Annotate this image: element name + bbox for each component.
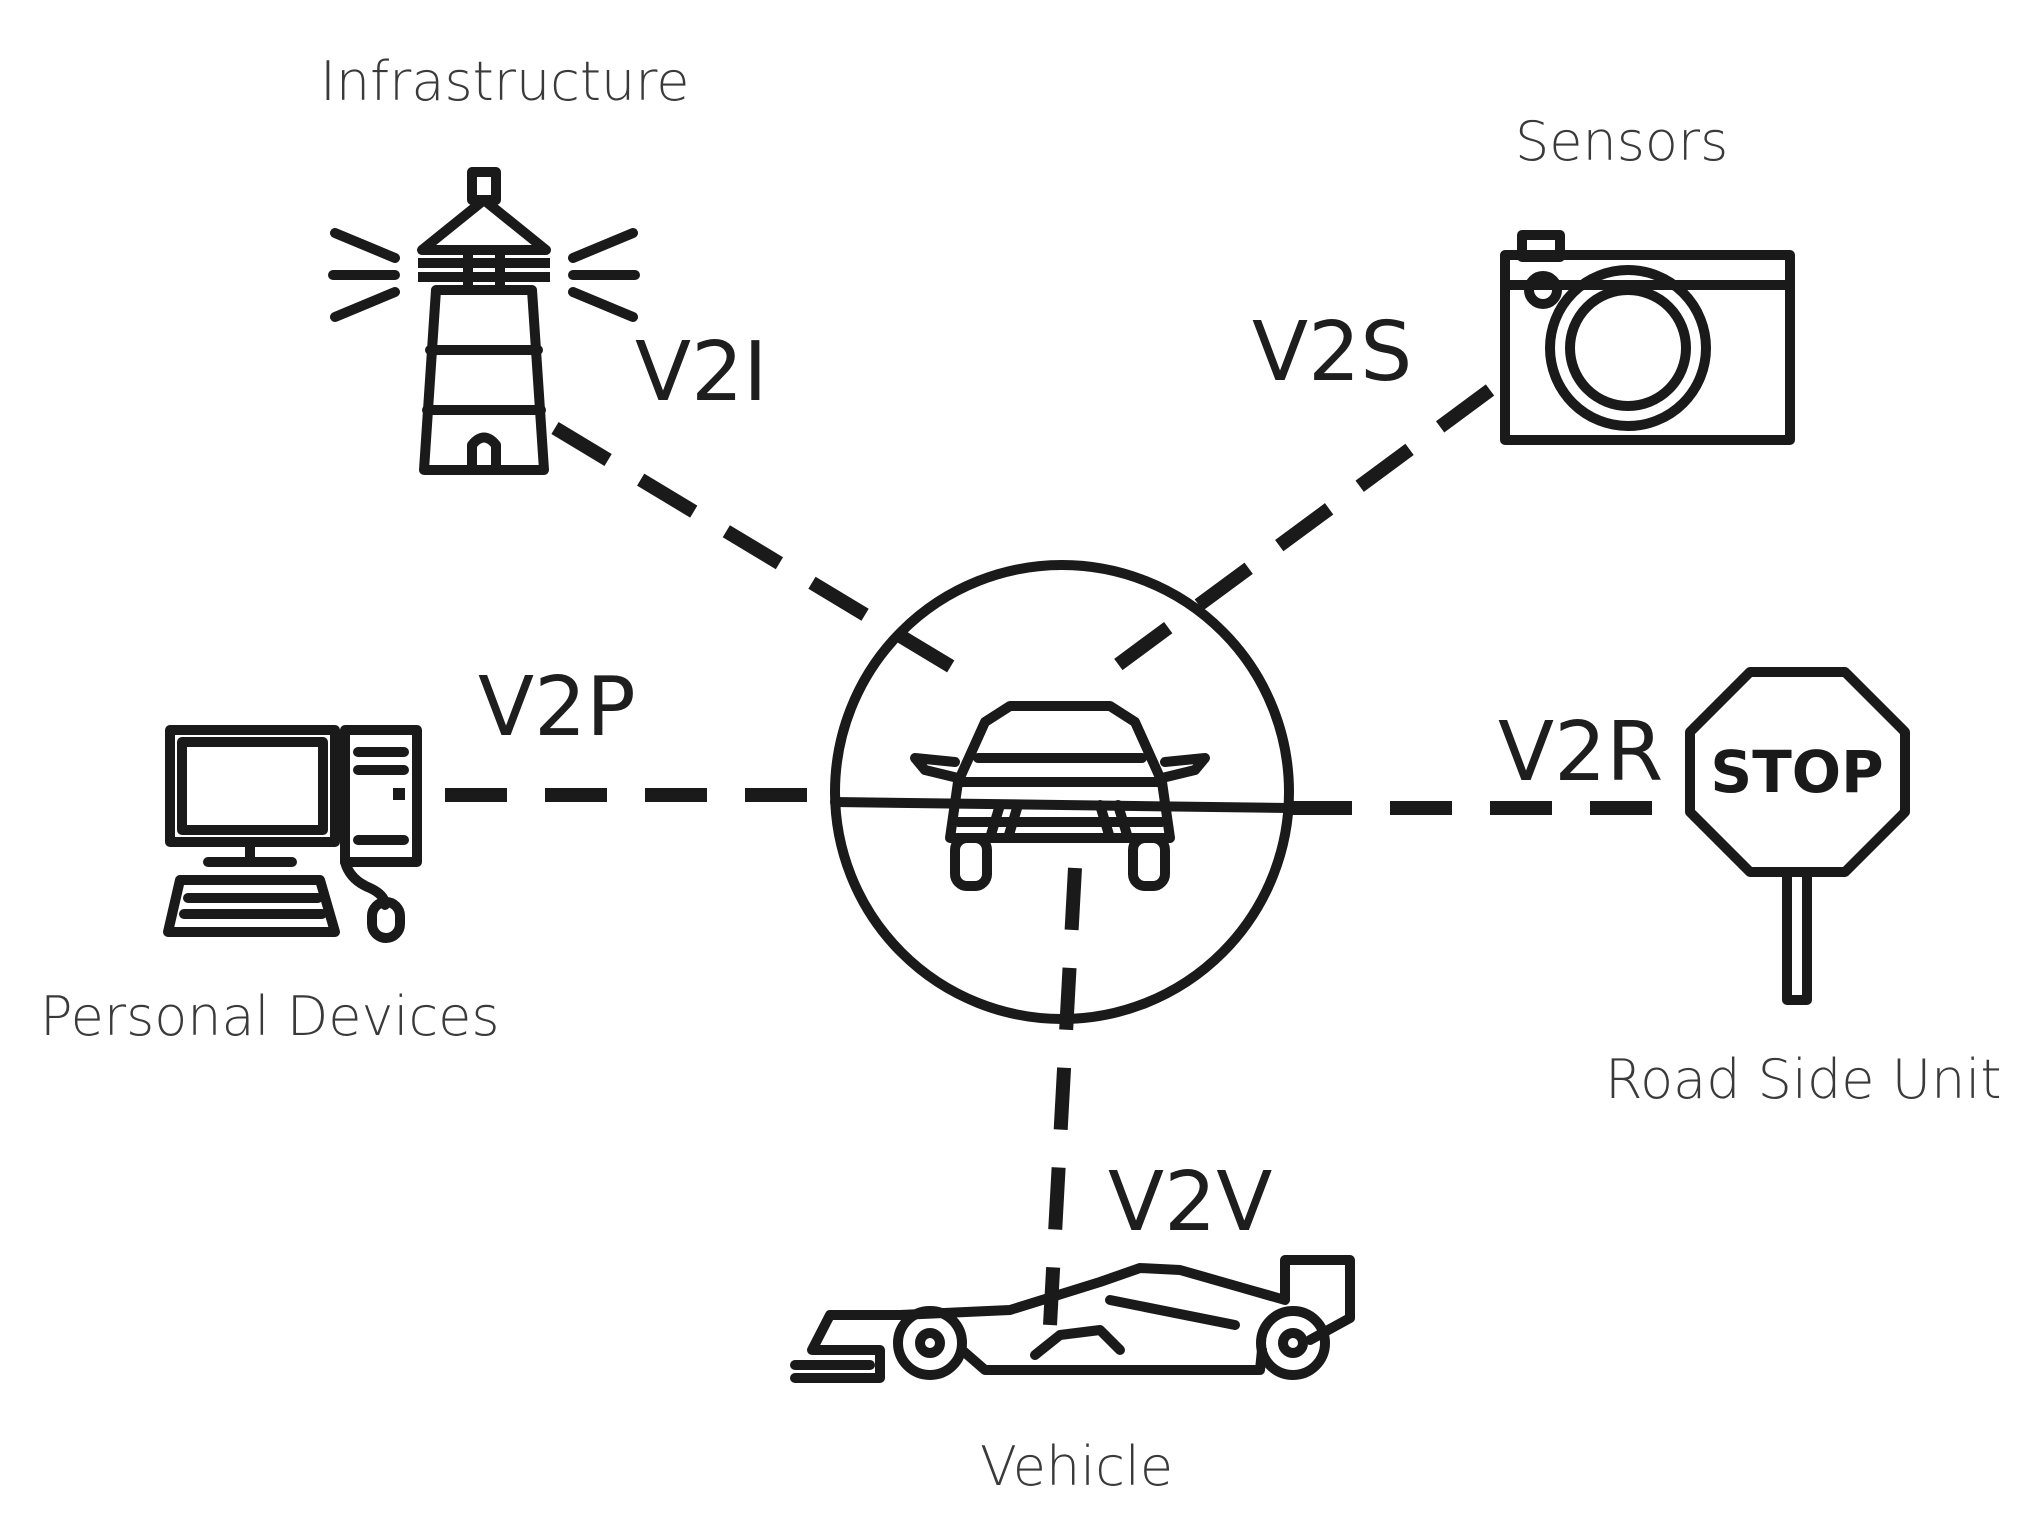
- hub-circle: [830, 560, 1294, 1024]
- camera-icon: [1500, 230, 1795, 445]
- road-side-unit-label: Road Side Unit: [1605, 1048, 2002, 1111]
- node-sensors: Sensors V2S: [1252, 110, 1795, 445]
- desktop-computer-icon: [163, 725, 422, 943]
- link-line-v2v: [1043, 867, 1082, 1326]
- node-infrastructure: Infrastructure V2I: [320, 50, 767, 475]
- link-label-v2i: V2I: [635, 325, 767, 420]
- stop-sign-icon: STOP: [1685, 667, 1910, 1005]
- link-label-v2p: V2P: [478, 660, 636, 755]
- vehicle-label: Vehicle: [980, 1435, 1173, 1498]
- car-front-icon: [910, 701, 1210, 891]
- node-road-side-unit: STOP Road Side Unit V2R: [1498, 667, 2002, 1111]
- link-line-v2i: [551, 422, 974, 684]
- node-personal-devices: Personal Devices V2P: [40, 660, 636, 1048]
- link-label-v2s: V2S: [1252, 305, 1412, 400]
- center-hub: [830, 560, 1294, 1024]
- node-vehicle: V2V Vehicle: [790, 1155, 1355, 1498]
- link-label-v2v: V2V: [1108, 1155, 1272, 1250]
- race-car-icon: [790, 1255, 1355, 1383]
- lighthouse-icon: [328, 167, 640, 475]
- stop-sign-text: STOP: [1710, 738, 1883, 806]
- sensors-label: Sensors: [1515, 110, 1728, 173]
- link-label-v2r: V2R: [1498, 705, 1663, 800]
- link-line-v2s: [1095, 384, 1495, 684]
- connection-lines: [445, 384, 1690, 1326]
- hub-horizon-line: [830, 797, 1294, 813]
- personal-devices-label: Personal Devices: [40, 985, 500, 1048]
- infrastructure-label: Infrastructure: [320, 50, 690, 113]
